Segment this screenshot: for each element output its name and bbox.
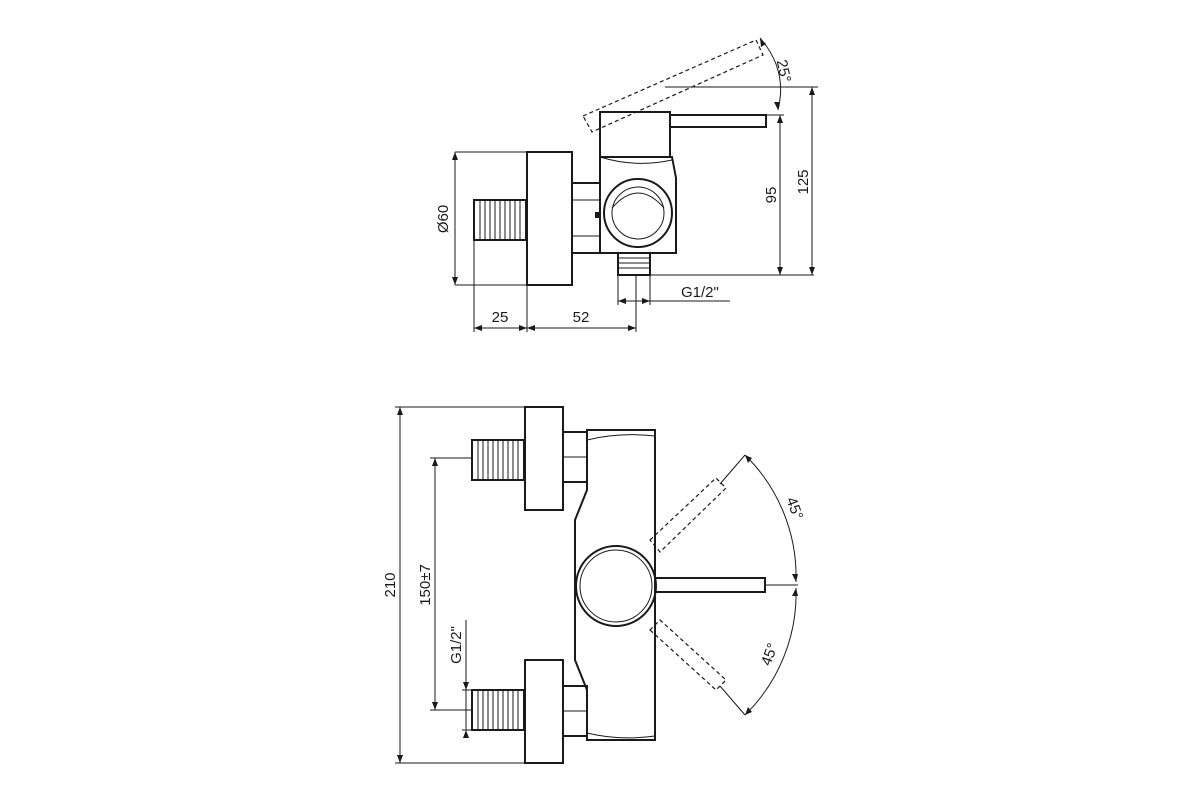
top-lever-tilted (582, 39, 764, 133)
front-body (574, 429, 656, 741)
top-threaded-inlet (473, 199, 527, 241)
front-lever-down (649, 619, 727, 691)
dim-inlet-thread: G1/2" (448, 626, 465, 664)
dim-overall-height: 210 (382, 572, 399, 597)
front-lever (654, 577, 766, 593)
dim-lever-angle: 25° (773, 58, 794, 84)
top-wall-flange (526, 151, 573, 286)
dim-total-height: 125 (795, 169, 812, 194)
front-view: 45° 45° 210 150±7 G1/2" (382, 406, 806, 764)
top-outlet-thread (617, 252, 651, 276)
dim-offset: 25 (492, 309, 509, 326)
front-lower-flange (524, 659, 564, 764)
top-lever (669, 114, 767, 128)
dim-diameter: Ø60 (435, 205, 452, 233)
front-lower-inlet (471, 689, 525, 731)
dim-inlet-spacing: 150±7 (417, 564, 434, 606)
top-cartridge (603, 178, 673, 248)
dim-angle-upper: 45° (782, 495, 806, 522)
dim-outlet-thread: G1/2" (681, 284, 719, 301)
dim-angle-lower: 45° (758, 641, 782, 668)
front-upper-flange (524, 406, 564, 511)
top-lever-cap (599, 111, 671, 158)
front-upper-inlet (471, 439, 525, 481)
dim-lever-height: 95 (763, 187, 780, 204)
front-lever-up (649, 477, 727, 553)
dim-depth: 52 (573, 309, 590, 326)
front-cartridge (575, 545, 657, 627)
top-view: Ø60 25 52 G1/2" 95 125 25° (435, 37, 818, 332)
